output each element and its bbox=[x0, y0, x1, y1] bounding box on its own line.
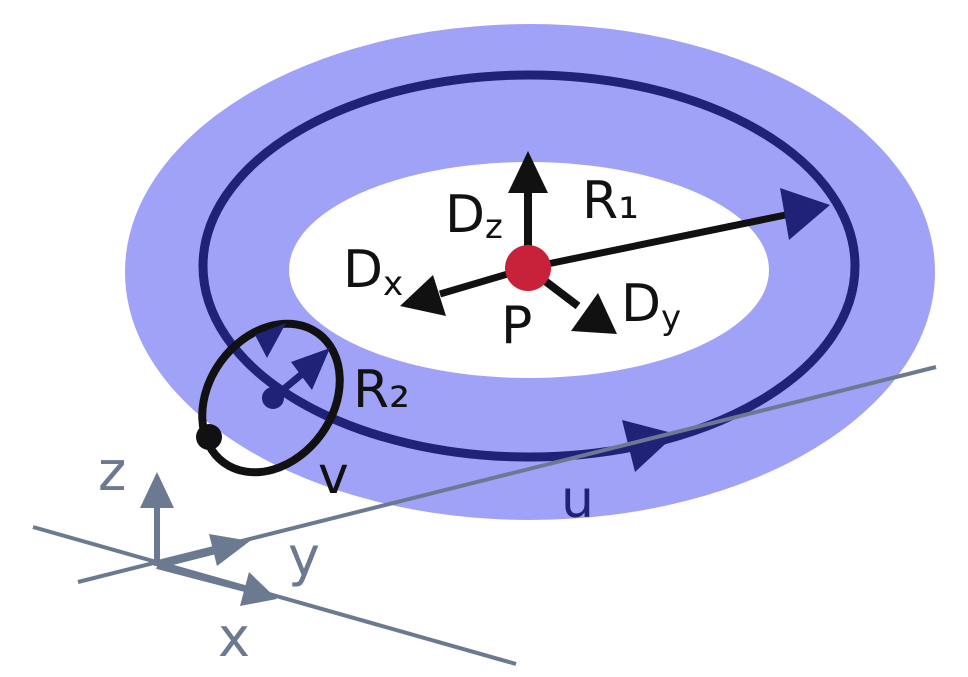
dz-arrowhead-icon bbox=[508, 151, 548, 193]
label-p: P bbox=[501, 296, 532, 356]
z-axis-arrowhead-icon bbox=[140, 472, 174, 508]
x-axis-line bbox=[156, 563, 246, 592]
label-axis-z: z bbox=[98, 440, 126, 503]
r1-vector bbox=[527, 208, 801, 272]
x-axis-arrowhead-icon bbox=[240, 572, 277, 606]
v-curve bbox=[198, 319, 344, 477]
label-dz: Dz bbox=[445, 185, 503, 247]
label-r1: R₁ bbox=[582, 171, 639, 231]
y-axis-arrowhead-icon bbox=[209, 534, 250, 566]
r2-origin-point bbox=[262, 387, 284, 409]
label-dx: Dx bbox=[343, 240, 403, 304]
r1-arrowhead-icon bbox=[780, 188, 830, 240]
label-axis-y: y bbox=[288, 525, 320, 588]
axis-line-cross bbox=[32, 525, 517, 666]
coordinate-axes bbox=[32, 365, 937, 666]
dy-arrowhead-icon bbox=[571, 293, 617, 334]
u-curve bbox=[198, 70, 860, 462]
label-axis-x: x bbox=[218, 606, 250, 669]
label-dy: Dy bbox=[621, 274, 681, 338]
dx-arrowhead-icon bbox=[400, 275, 446, 316]
v-curve-arrowhead-icon bbox=[255, 323, 286, 358]
point-p bbox=[505, 245, 551, 291]
label-r2: R₂ bbox=[353, 360, 410, 420]
label-v: v bbox=[318, 446, 349, 506]
y-axis-line bbox=[156, 547, 221, 569]
r2-arrowhead-icon bbox=[291, 348, 330, 390]
label-u: u bbox=[561, 470, 594, 530]
v-curve-start-point bbox=[196, 424, 222, 450]
u-curve-arrowhead-icon bbox=[622, 420, 676, 472]
